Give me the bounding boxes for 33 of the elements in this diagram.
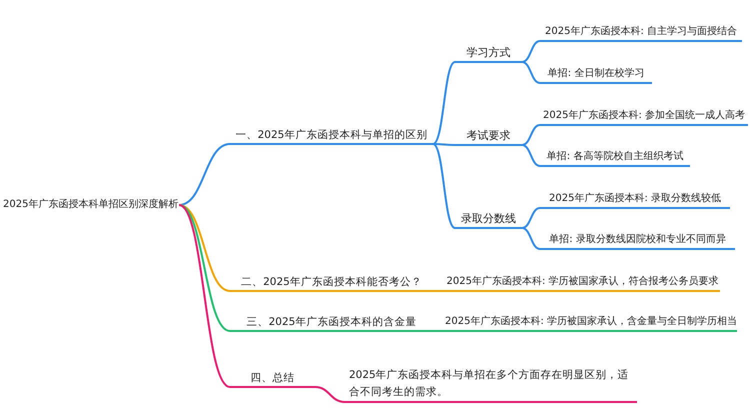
detail-topic: 2025年广东函授本科: 录取分数线较低: [540, 191, 730, 209]
connector-line: [433, 290, 445, 292]
connector-line: [433, 330, 445, 332]
subtopic: 考试要求: [455, 128, 522, 146]
detail-topic: 2025年广东函授本科: 学历被国家承认，符合报考公务员要求: [445, 274, 720, 292]
connector-line: [522, 144, 540, 167]
branch-topic: 二、2025年广东函授本科能否考公？: [230, 274, 433, 292]
connector-line: [178, 204, 230, 332]
detail-topic: 2025年广东函授本科: 学历被国家承认，含金量与全日制学历相当: [445, 314, 737, 332]
branch-topic: 一、2025年广东函授本科与单招的区别: [230, 127, 433, 145]
branch-topic: 三、2025年广东函授本科的含金量: [230, 314, 433, 332]
connector-line: [522, 61, 540, 84]
connector-line: [432, 61, 456, 145]
subtopic: 学习方式: [455, 45, 522, 63]
connector-line: [178, 204, 231, 388]
connector-line: [522, 124, 540, 146]
connector-line: [178, 204, 230, 292]
connector-line: [432, 143, 456, 229]
branch-topic: 四、总结: [230, 370, 315, 388]
connector-line: [314, 386, 346, 403]
detail-topic: 2025年广东函授本科: 参加全国统一成人高考: [540, 108, 748, 126]
connector-line: [522, 40, 540, 63]
connector-line: [178, 143, 230, 206]
detail-topic: 2025年广东函授本科: 自主学习与面授结合: [540, 24, 742, 42]
connector-line: [522, 207, 540, 229]
connector-line: [522, 227, 540, 250]
detail-topic: 单招: 各高等院校自主组织考试: [540, 149, 690, 167]
detail-topic: 单招: 全日制在校学习: [540, 66, 652, 84]
summary-topic: 2025年广东函授本科与单招在多个方面存在明显区别，适合不同考生的需求。: [345, 367, 637, 403]
root-topic: 2025年广东函授本科单招区别深度解析: [3, 196, 179, 214]
connector-line: [433, 143, 455, 146]
detail-topic: 单招: 录取分数线因院校和专业不同而异: [540, 232, 735, 250]
subtopic: 录取分数线: [455, 211, 522, 229]
